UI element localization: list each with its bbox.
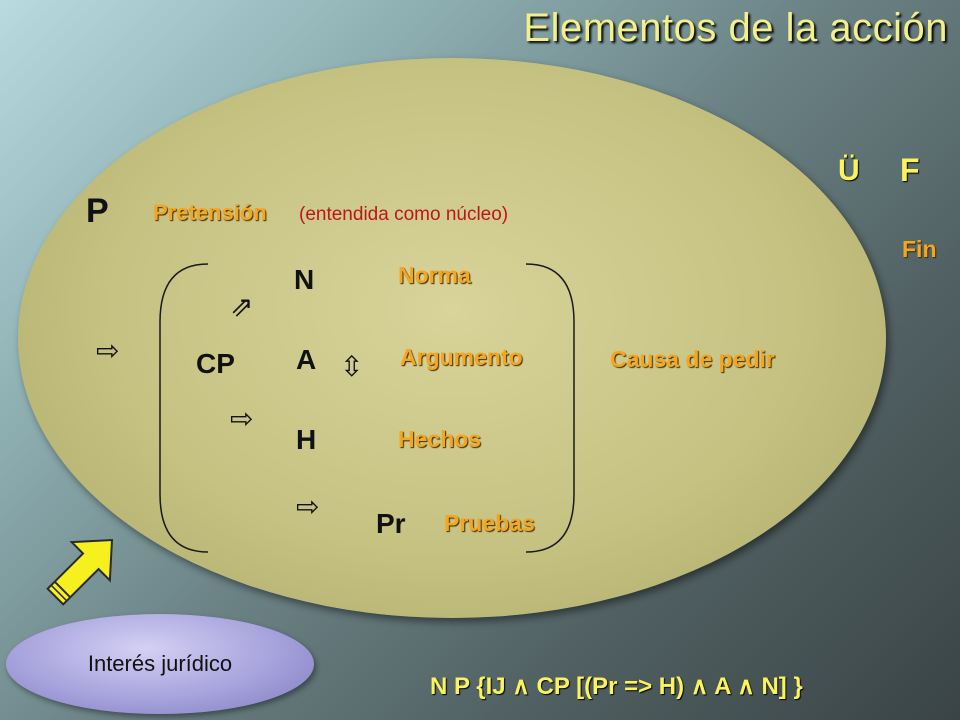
interes-label: Interés jurídico xyxy=(87,651,233,676)
interes-juridico-ellipse: Interés jurídico xyxy=(6,614,314,714)
fin-label: Fin xyxy=(902,236,937,262)
up-right-arrow-icon xyxy=(46,538,114,606)
arrow-updown-icon: ⇳ xyxy=(340,351,364,382)
hechos-label: Hechos xyxy=(398,426,482,452)
arrow-to-h-icon: ⇨ xyxy=(230,403,254,434)
cp-label: CP xyxy=(196,348,235,379)
pretension-note: (entendida como núcleo) xyxy=(299,204,509,225)
formula: N P {IJ ∧ CP [(Pr => H) ∧ A ∧ N] } xyxy=(430,673,803,700)
causa-label: Causa de pedir xyxy=(610,346,775,372)
p-label: P xyxy=(86,192,109,230)
causa-bracket xyxy=(159,263,575,553)
pr-label: Pr xyxy=(376,508,406,539)
action-ellipse xyxy=(18,58,886,618)
argumento-label: Argumento xyxy=(400,344,523,370)
h-label: H xyxy=(296,424,317,455)
n-label: N xyxy=(294,264,315,295)
bullet-icon: Ü xyxy=(838,154,860,187)
arrow-to-n-icon: ⇗ xyxy=(230,291,254,322)
pretension-label: Pretensión xyxy=(153,200,267,225)
f-label: F xyxy=(900,152,920,188)
pruebas-label: Pruebas xyxy=(444,510,535,536)
arrow-to-pr-icon: ⇨ xyxy=(296,491,320,522)
norma-label: Norma xyxy=(398,262,471,288)
slide-title: Elementos de la acción xyxy=(523,6,948,50)
arrow-to-cp-icon: ⇨ xyxy=(96,335,120,366)
a-label: A xyxy=(296,344,317,375)
